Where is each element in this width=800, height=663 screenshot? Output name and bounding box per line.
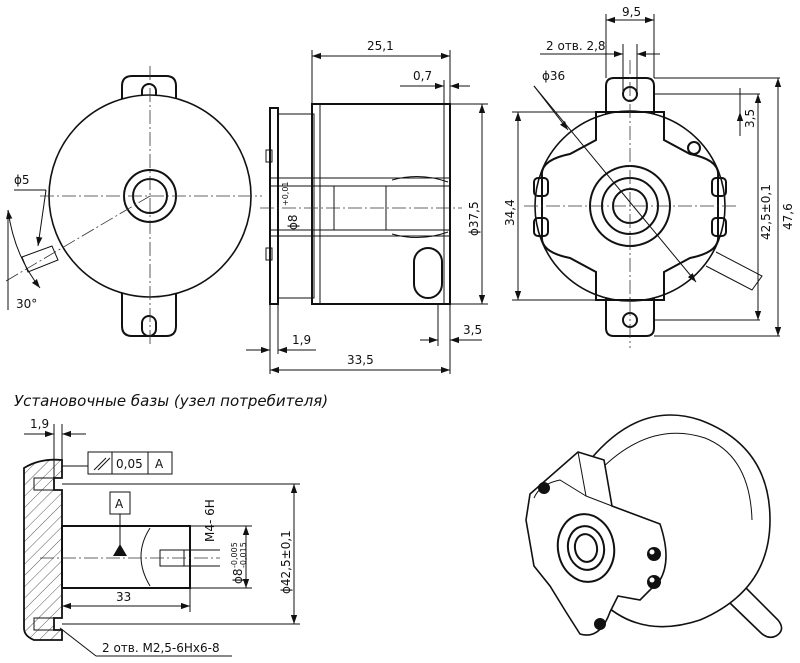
mounting-section: Установочные базы (узел потребителя) A 0… xyxy=(14,392,328,657)
rear-plate xyxy=(540,111,720,301)
mount-shaft-dim: ϕ8 xyxy=(231,568,245,584)
mount-shaft xyxy=(61,525,191,589)
tolerance-datum: A xyxy=(155,457,164,471)
rear-width-dim: 9,5 xyxy=(622,5,641,19)
mount-wall xyxy=(23,458,63,641)
rear-height-inner: 34,4 xyxy=(503,199,517,226)
rear-height-total: 47,6 xyxy=(781,203,795,230)
side-body xyxy=(311,103,451,305)
side-right-step: 3,5 xyxy=(463,323,482,337)
side-length-top: 25,1 xyxy=(367,39,394,53)
tolerance-frame xyxy=(87,451,173,475)
side-bore-dim: ϕ8 xyxy=(286,214,300,230)
side-body-dia: ϕ37,5 xyxy=(467,201,481,236)
side-total-length: 33,5 xyxy=(347,353,374,367)
bottom-ear-slot xyxy=(141,315,157,337)
top-ear xyxy=(121,75,177,112)
side-view: ϕ8 +0,01 25,1 0,7 ϕ37,5 1,9 3,5 33,5 xyxy=(246,39,488,374)
mount-shaft-tol-lower: -0,015 xyxy=(239,542,248,568)
rear-ear-dim: 3,5 xyxy=(743,109,757,128)
mount-shaft-len: 33 xyxy=(116,590,131,604)
front-hole-dim: ϕ5 xyxy=(14,173,30,187)
side-slot xyxy=(413,247,443,299)
side-left-step: 1,9 xyxy=(292,333,311,347)
mount-top-dim: 1,9 xyxy=(30,417,49,431)
mounting-title: Установочные базы (узел потребителя) xyxy=(14,392,328,410)
rear-circle-dim: ϕ36 xyxy=(542,69,565,83)
mount-pcd-dim: ϕ42,5±0,1 xyxy=(279,530,293,594)
side-flange-dim: 0,7 xyxy=(413,69,432,83)
rear-cable xyxy=(705,251,763,291)
rear-hole-spacing: 42,5±0,1 xyxy=(759,184,773,240)
rear-view: ϕ36 9,5 2 отв. 2,8 3,5 42,5±0,1 47,6 34,… xyxy=(503,5,795,348)
datum-box-label: A xyxy=(115,497,124,511)
isometric-view xyxy=(525,414,783,639)
mount-shaft-tol-upper: -0,005 xyxy=(230,542,239,568)
mount-holes-note: 2 отв. М2,5-6Нх6-8 xyxy=(102,641,220,655)
rear-holes-dim: 2 отв. 2,8 xyxy=(546,39,606,53)
mount-thread-dim: М4- 6Н xyxy=(203,499,217,542)
front-view: ϕ5 30° xyxy=(5,66,262,346)
front-angle-dim: 30° xyxy=(16,297,37,311)
tolerance-value: 0,05 xyxy=(116,457,143,471)
side-flange xyxy=(269,107,279,305)
side-bore-tol: +0,01 xyxy=(281,181,290,206)
